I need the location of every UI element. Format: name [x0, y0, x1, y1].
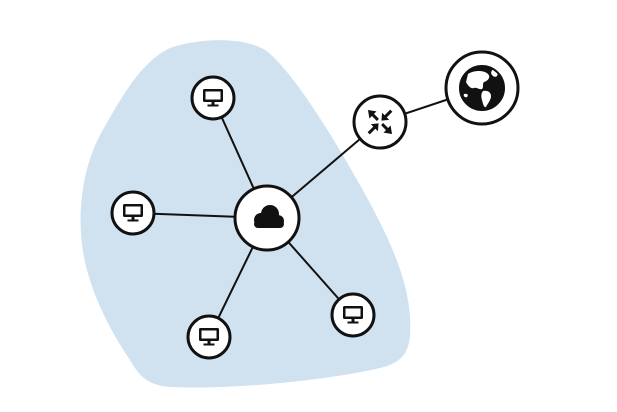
internet-node[interactable]	[444, 50, 520, 126]
workstation-node-right[interactable]	[330, 292, 376, 338]
globe-icon	[459, 65, 505, 111]
workstation-node-top[interactable]	[190, 75, 236, 121]
monitor-icon	[123, 204, 143, 222]
monitor-icon	[203, 89, 223, 107]
cloud-icon	[254, 205, 284, 228]
router-arrows-icon	[367, 109, 393, 135]
hub-node[interactable]	[233, 184, 301, 252]
workstation-node-bottom[interactable]	[186, 314, 232, 360]
workstation-node-left[interactable]	[110, 190, 156, 236]
monitor-icon	[343, 306, 363, 324]
monitor-icon	[199, 328, 219, 346]
router-node[interactable]	[352, 94, 408, 150]
